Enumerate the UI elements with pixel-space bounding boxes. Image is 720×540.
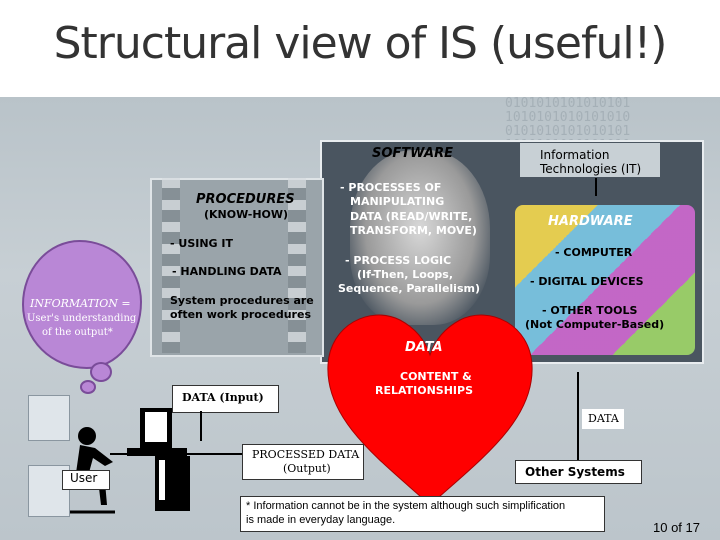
procedures-knowhow: (KNOW-HOW) [204, 208, 289, 221]
data-right-box [582, 409, 624, 429]
software-label: SOFTWARE [372, 146, 453, 161]
it-label-line2: Technologies (IT) [540, 162, 642, 176]
heart-content: CONTENT & [400, 370, 472, 383]
procedures-using: - USING IT [170, 237, 234, 250]
logic-line3: Sequence, Parallelism) [338, 282, 480, 295]
processes-line4: TRANSFORM, MOVE) [350, 224, 477, 237]
head-image [350, 150, 490, 325]
thought-bubble-2 [80, 380, 96, 394]
processed-line1: PROCESSED DATA [252, 448, 360, 461]
hw-digital-devices: - DIGITAL DEVICES [530, 275, 644, 288]
data-right-label: DATA [588, 412, 619, 425]
processed-arrow [110, 453, 242, 455]
hardware-label: HARDWARE [548, 214, 633, 229]
processes-line2: MANIPULATING [350, 195, 445, 208]
data-input-label: DATA (Input) [182, 391, 264, 404]
it-arrow [595, 178, 597, 196]
procedures-system-1: System procedures are [170, 294, 314, 307]
other-systems-arrow [577, 372, 579, 460]
procedures-system-2: often work procedures [170, 308, 311, 321]
processed-data-card [242, 444, 364, 480]
processed-line2: (Output) [283, 462, 331, 475]
user-label: User [70, 471, 98, 485]
it-label-line1: Information [540, 148, 610, 162]
thought-bubble-1 [90, 362, 112, 382]
film-strip-left [162, 178, 180, 353]
procedures-label: PROCEDURES [196, 192, 295, 207]
user-illustration [70, 408, 190, 514]
information-line3: of the output* [42, 327, 113, 338]
other-systems-label: Other Systems [525, 465, 625, 479]
slide-title: Structural view of IS (useful!) [53, 18, 668, 69]
data-heart [327, 314, 533, 506]
heart-data-label: DATA [405, 340, 443, 355]
data-input-arrow [200, 411, 202, 441]
hw-other-tools: - OTHER TOOLS [542, 304, 638, 317]
it-label-box [520, 143, 660, 177]
page-number: 10 of 17 [653, 520, 700, 535]
information-cloud [22, 240, 142, 369]
information-line2: User's understanding [27, 313, 137, 324]
processes-line1: - PROCESSES OF [340, 181, 442, 194]
user-label-box [62, 470, 110, 490]
footnote-line1: * Information cannot be in the system al… [246, 500, 566, 512]
logic-line2: (If-Then, Loops, [357, 268, 454, 281]
procedures-handling: - HANDLING DATA [172, 265, 282, 278]
side-block-1 [28, 395, 70, 441]
hw-computer: - COMPUTER [555, 246, 633, 259]
data-input-card [172, 385, 279, 413]
heart-relationships: RELATIONSHIPS [375, 384, 474, 397]
processes-line3: DATA (READ/WRITE, [350, 210, 473, 223]
information-title: INFORMATION = [30, 297, 131, 310]
footnote: * Information cannot be in the system al… [240, 496, 605, 532]
other-systems-card [515, 460, 642, 484]
hw-not-computer: (Not Computer-Based) [525, 318, 665, 331]
film-strip-right [288, 178, 306, 353]
logic-line1: - PROCESS LOGIC [345, 254, 452, 267]
gears-image [515, 205, 695, 355]
footnote-line2: is made in everyday language. [246, 514, 396, 526]
